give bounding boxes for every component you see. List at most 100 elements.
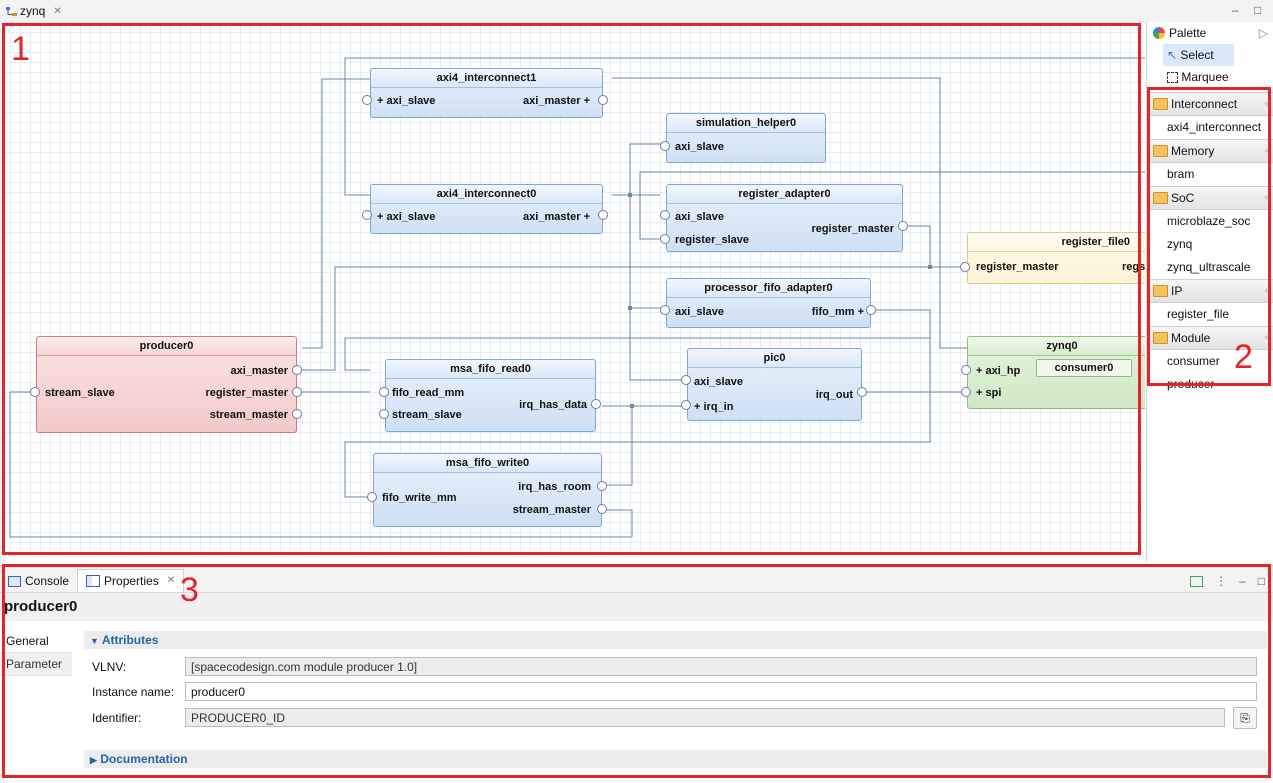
minimize-icon[interactable]: – — [1239, 574, 1246, 588]
attributes-section[interactable]: ▼ Attributes — [84, 631, 1267, 649]
maximize-icon[interactable]: □ — [1257, 574, 1265, 588]
block-msa-fifo-write0[interactable]: msa_fifo_write0 fifo_write_mm irq_has_ro… — [373, 453, 602, 527]
pin-icon[interactable] — [660, 210, 670, 220]
block-title: register_file0 — [968, 233, 1145, 252]
pin-icon[interactable] — [961, 365, 971, 375]
cursor-icon: ↖ — [1167, 48, 1178, 62]
maximize-icon[interactable]: □ — [1254, 3, 1262, 17]
block-axi4-interconnect1[interactable]: axi4_interconnect1 + axi_slave axi_maste… — [370, 68, 603, 118]
pin-icon[interactable] — [598, 95, 608, 105]
palette-item-consumer[interactable]: consumer — [1167, 354, 1220, 368]
port-axi-master: axi_master — [230, 365, 289, 377]
palette-item-register-file[interactable]: register_file — [1167, 307, 1230, 321]
block-zynq0[interactable]: zynq0 + axi_hp + spi consumer0 — [967, 336, 1145, 409]
block-simulation-helper0[interactable]: simulation_helper0 axi_slave — [666, 113, 826, 163]
side-tab-general[interactable]: General — [0, 630, 72, 653]
pin-icon[interactable] — [961, 387, 971, 397]
editor-tab-zynq[interactable]: zynq ✕ — [2, 2, 66, 20]
palette-category-ip[interactable]: IP « — [1147, 279, 1273, 303]
collapse-icon[interactable]: « — [1264, 145, 1270, 156]
pin-icon[interactable] — [681, 400, 691, 410]
palette-item-zynq-ultrascale[interactable]: zynq_ultrascale — [1167, 260, 1251, 274]
close-icon[interactable]: ✕ — [53, 5, 62, 17]
tool-select-label: Select — [1180, 48, 1214, 62]
block-processor-fifo-adapter0[interactable]: processor_fifo_adapter0 axi_slave fifo_m… — [666, 278, 871, 328]
side-tab-parameter[interactable]: Parameter — [0, 653, 72, 676]
block-pic0[interactable]: pic0 axi_slave + irq_in irq_out — [687, 348, 862, 421]
palette-item-axi4-interconnect[interactable]: axi4_interconnect — [1167, 120, 1262, 134]
pin-icon[interactable] — [379, 387, 389, 397]
tool-select[interactable]: ↖ Select — [1163, 44, 1234, 66]
block-msa-fifo-read0[interactable]: msa_fifo_read0 fifo_read_mm stream_slave… — [385, 359, 596, 432]
palette-item-bram[interactable]: bram — [1167, 167, 1195, 181]
collapse-icon[interactable]: « — [1264, 98, 1270, 109]
palette-category-interconnect[interactable]: Interconnect « — [1147, 92, 1273, 116]
pin-icon[interactable] — [30, 387, 40, 397]
minimize-icon[interactable]: – — [1232, 3, 1239, 17]
pin-icon[interactable] — [362, 95, 372, 105]
properties-side-tabs: General Parameter — [0, 630, 72, 676]
block-register-file0[interactable]: register_file0 register_master regs — [967, 232, 1145, 284]
pin-icon[interactable] — [681, 375, 691, 385]
block-title: producer0 — [37, 337, 296, 356]
palette-category-soc[interactable]: SoC « — [1147, 186, 1273, 210]
pin-view-icon[interactable] — [1190, 575, 1204, 587]
pin-icon[interactable] — [660, 141, 670, 151]
collapse-icon[interactable]: « — [1264, 192, 1270, 203]
pin-icon[interactable] — [591, 399, 601, 409]
diagram-canvas[interactable]: axi4_interconnect1 + axi_slave axi_maste… — [0, 22, 1145, 555]
block-producer0[interactable]: producer0 stream_slave axi_master regist… — [36, 336, 297, 433]
field-label-vlnv: VLNV: — [92, 660, 127, 674]
folder-icon — [1153, 145, 1168, 157]
pin-icon[interactable] — [367, 492, 377, 502]
collapse-icon[interactable]: « — [1264, 332, 1270, 343]
collapsed-icon: ▶ — [90, 755, 97, 765]
palette-item-microblaze-soc[interactable]: microblaze_soc — [1167, 214, 1251, 228]
tab-properties[interactable]: Properties ✕ — [77, 569, 185, 592]
view-menu-icon[interactable]: ⋮ — [1215, 574, 1228, 588]
pin-icon[interactable] — [660, 234, 670, 244]
tool-marquee[interactable]: Marquee — [1147, 66, 1273, 88]
palette-category-memory[interactable]: Memory « — [1147, 139, 1273, 163]
block-title: processor_fifo_adapter0 — [667, 279, 870, 298]
pin-icon[interactable] — [866, 305, 876, 315]
pin-icon[interactable] — [898, 221, 908, 231]
pin-icon[interactable] — [960, 262, 970, 272]
pin-icon[interactable] — [292, 409, 302, 419]
palette-header: Palette ▷ — [1147, 22, 1273, 44]
pin-icon[interactable] — [379, 409, 389, 419]
block-axi4-interconnect0[interactable]: axi4_interconnect0 + axi_slave axi_maste… — [370, 184, 603, 234]
port-axi-slave: + axi_slave — [377, 211, 436, 223]
palette-panel: Palette ▷ ↖ Select Marquee Interconnect … — [1146, 22, 1273, 562]
collapse-icon[interactable]: « — [1264, 285, 1270, 296]
pin-icon[interactable] — [292, 387, 302, 397]
close-icon[interactable]: ✕ — [166, 575, 176, 586]
properties-title: producer0 — [0, 593, 1273, 621]
sub-instance-consumer0[interactable]: consumer0 — [1036, 359, 1132, 377]
copy-icon[interactable]: ⎘ — [1233, 707, 1257, 729]
palette-item-zynq[interactable]: zynq — [1167, 237, 1193, 251]
block-register-adapter0[interactable]: register_adapter0 axi_slave register_sla… — [666, 184, 903, 252]
palette-icon — [1153, 27, 1165, 39]
pin-icon[interactable] — [362, 210, 372, 220]
pin-icon[interactable] — [857, 387, 867, 397]
instance-name-field[interactable]: producer0 — [185, 682, 1257, 701]
callout-2: 2 — [1234, 338, 1253, 376]
pin-icon[interactable] — [660, 305, 670, 315]
pin-icon[interactable] — [597, 481, 607, 491]
vlnv-field[interactable]: [spacecodesign.com module producer 1.0] — [185, 657, 1257, 676]
tab-label: Properties — [104, 574, 159, 588]
documentation-section[interactable]: ▶ Documentation — [84, 750, 1267, 768]
field-label-instance-name: Instance name: — [92, 685, 175, 699]
identifier-field[interactable]: PRODUCER0_ID — [185, 708, 1225, 727]
tab-console[interactable]: Console — [0, 570, 77, 592]
port-axi-hp: + axi_hp — [976, 365, 1021, 377]
folder-icon — [1153, 332, 1168, 344]
collapse-icon[interactable]: ▷ — [1258, 26, 1268, 40]
pin-icon[interactable] — [598, 210, 608, 220]
pin-icon[interactable] — [292, 365, 302, 375]
folder-icon — [1153, 285, 1168, 297]
palette-category-module[interactable]: Module « — [1147, 326, 1273, 350]
pin-icon[interactable] — [597, 504, 607, 514]
palette-item-producer[interactable]: producer — [1167, 377, 1215, 391]
